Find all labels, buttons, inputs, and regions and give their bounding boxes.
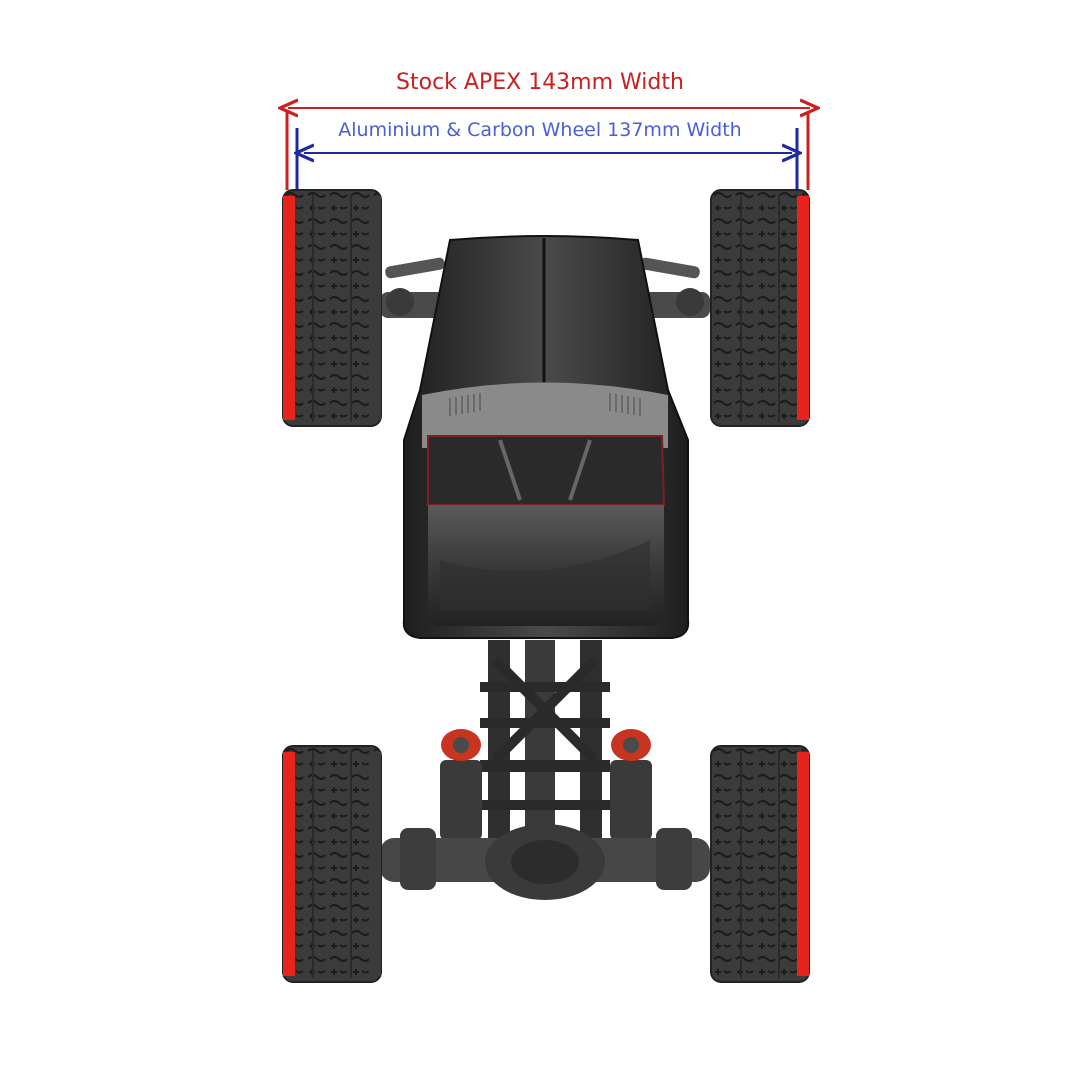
aluminium-width-dimension (297, 128, 797, 190)
stock-width-dimension (287, 108, 810, 190)
rear-axle (380, 824, 710, 900)
rear-left-wheel (282, 745, 382, 983)
rear-shocks (440, 729, 652, 840)
stock-width-label: Stock APEX 143mm Width (396, 70, 684, 95)
center-chassis (480, 640, 610, 850)
front-right-wheel (710, 189, 810, 427)
aluminium-width-label: Aluminium & Carbon Wheel 137mm Width (338, 119, 742, 141)
truck-body (402, 235, 690, 639)
rear-right-wheel (710, 745, 810, 983)
front-left-wheel (282, 189, 382, 427)
